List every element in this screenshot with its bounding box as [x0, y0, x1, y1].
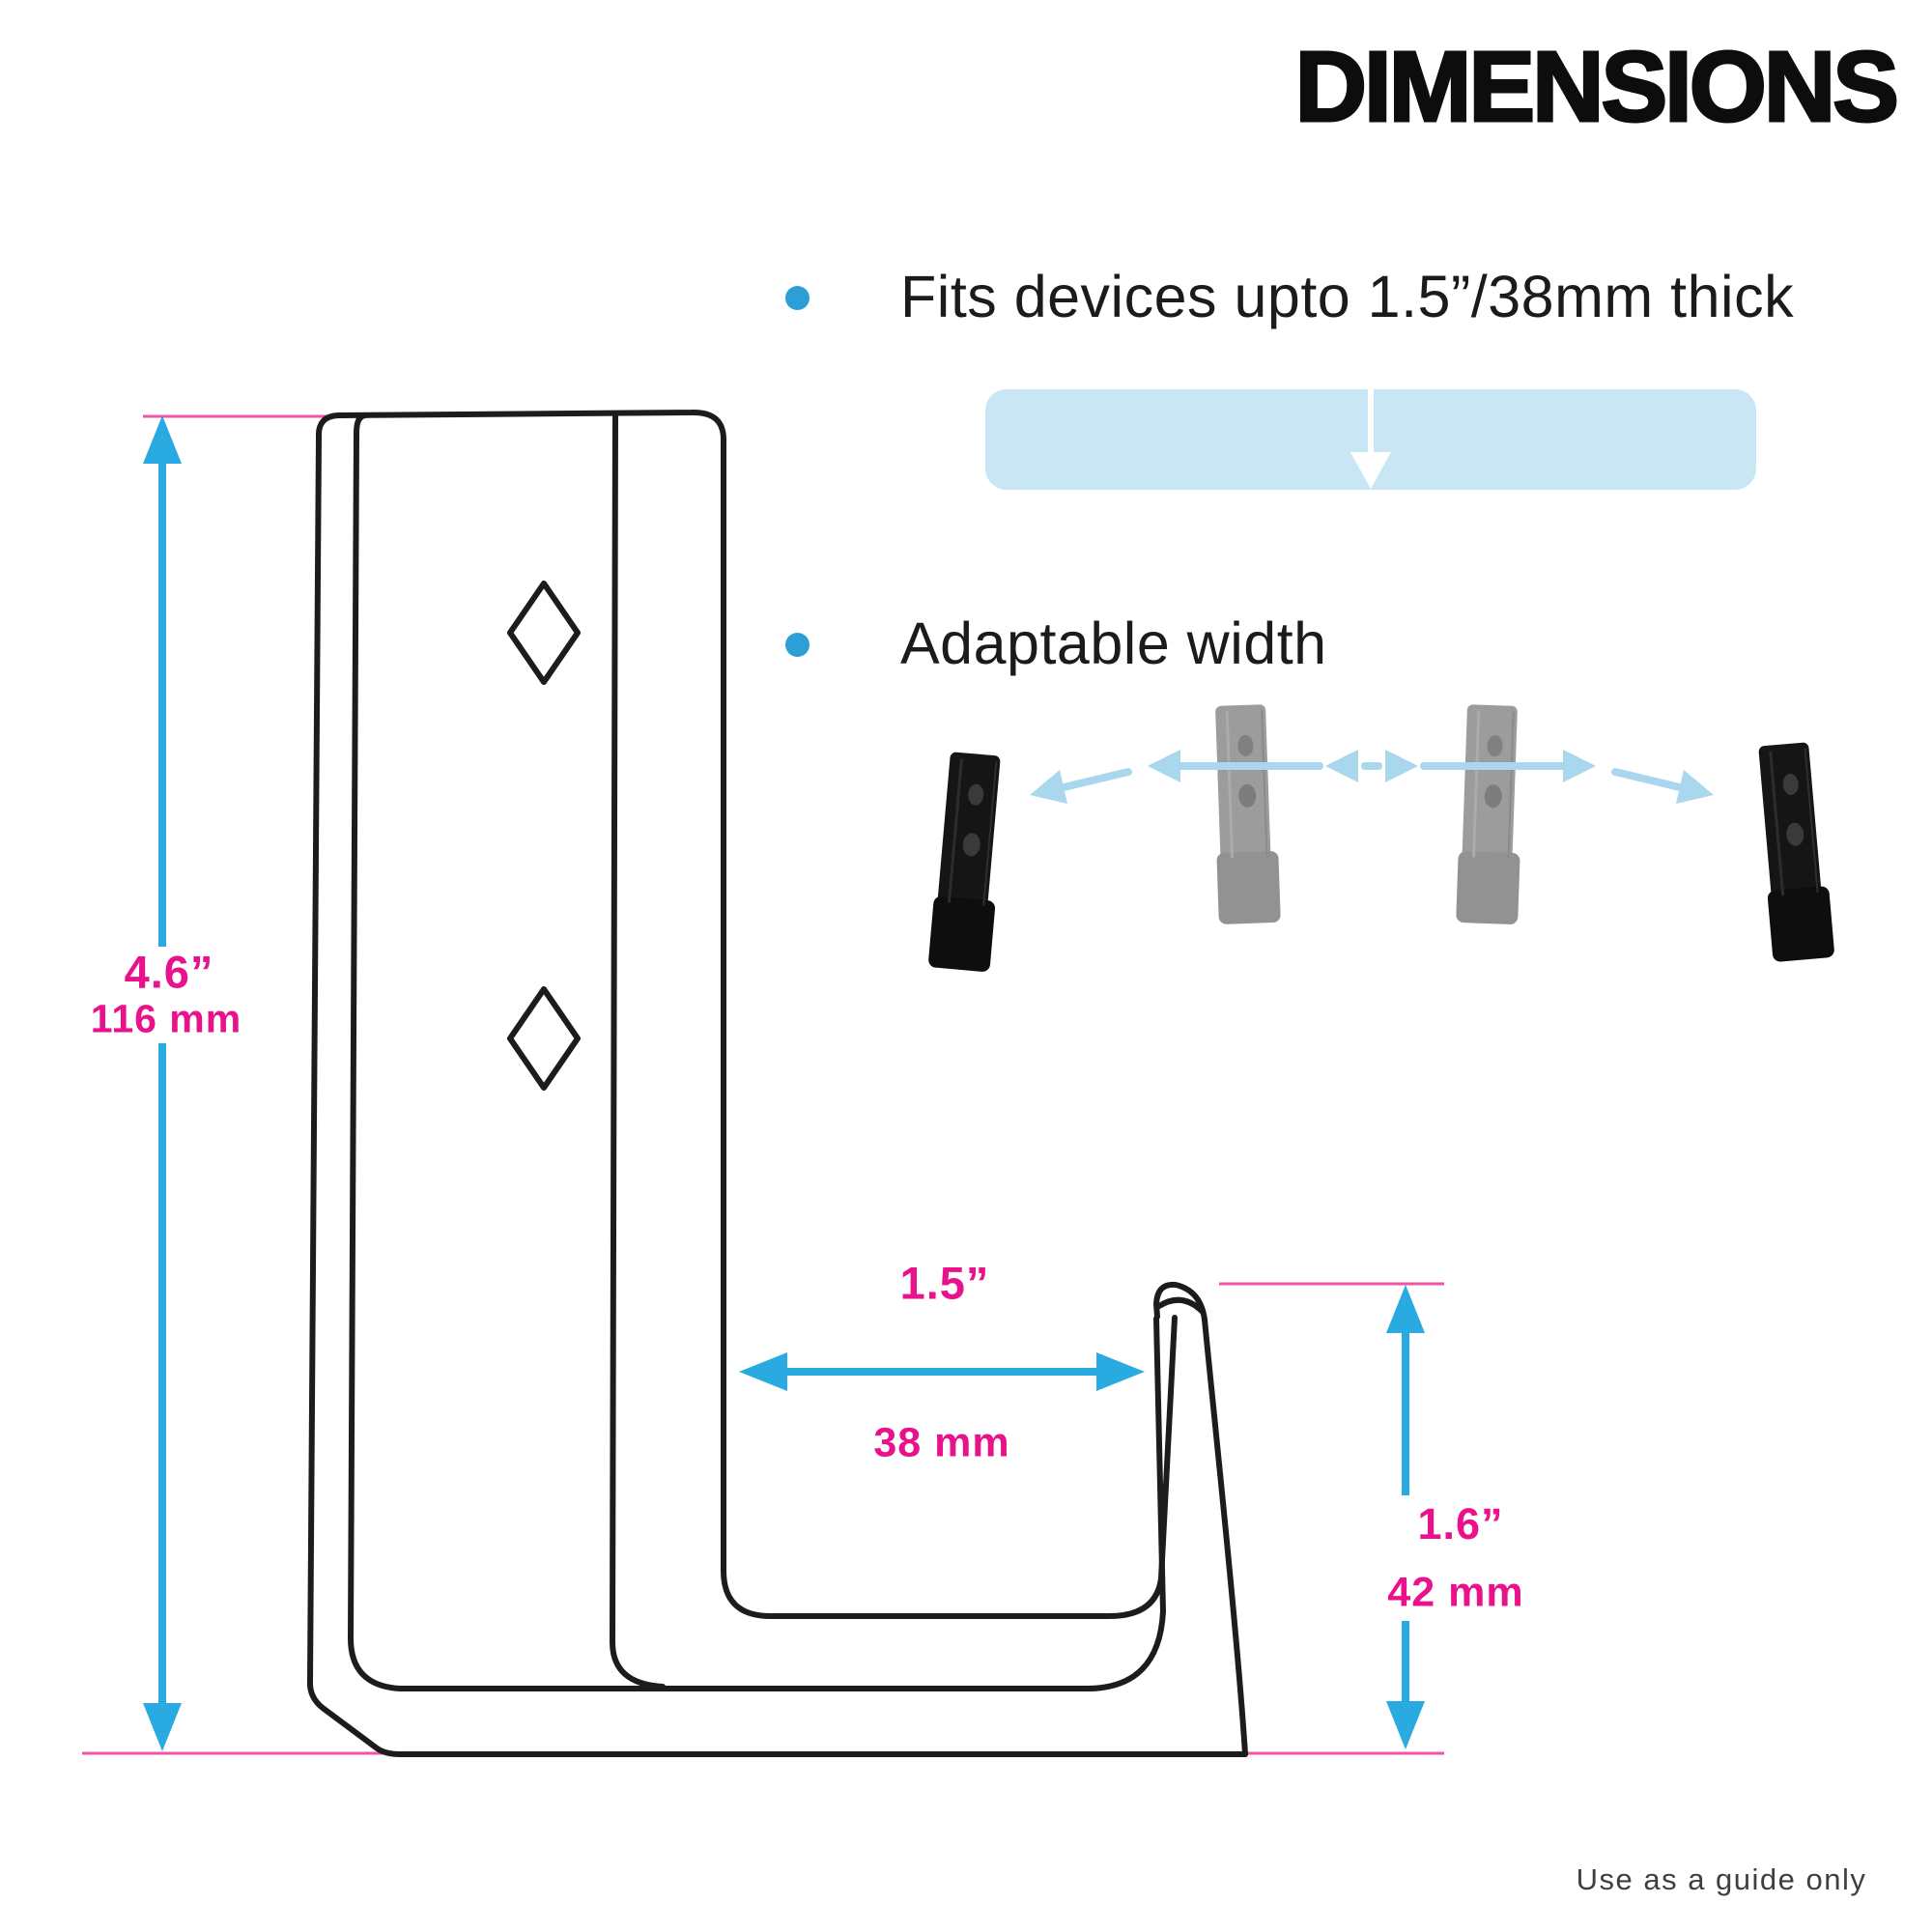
expand-arrows-icon [1030, 750, 1714, 804]
guide-footnote: Use as a guide only [1576, 1862, 1867, 1896]
extension-lines [82, 414, 1444, 1755]
down-arrow-icon [1350, 389, 1391, 489]
bullet-fit-label: Fits devices upto 1.5”/38mm thick [900, 264, 1795, 329]
height-inches-label: 4.6” [124, 946, 214, 998]
height-mm-label: 116 mm [90, 996, 242, 1041]
depth-dimension-arrow [739, 1352, 1145, 1391]
bracket-side-piece-gray [1215, 704, 1281, 924]
lip-dimension-arrow [1386, 1285, 1425, 1749]
diamond-cutout [507, 581, 581, 685]
bracket-side-piece-gray [1456, 704, 1520, 924]
bracket-side-piece-black [928, 752, 1001, 972]
lip-mm-label: 42 mm [1387, 1569, 1524, 1616]
bullet-dot-icon [785, 633, 810, 657]
depth-inches-label: 1.5” [899, 1257, 990, 1309]
diamond-cutout [507, 986, 581, 1091]
depth-mm-label: 38 mm [873, 1419, 1010, 1466]
bracket-outline-drawing [306, 409, 1248, 1757]
lip-inches-label: 1.6” [1417, 1499, 1504, 1548]
page-title: DIMENSIONS [1293, 31, 1900, 142]
height-dimension-arrow [143, 415, 182, 1751]
bullet-width-label: Adaptable width [900, 611, 1327, 676]
bracket-side-piece-black [1758, 742, 1834, 962]
bullet-dot-icon [785, 286, 810, 310]
